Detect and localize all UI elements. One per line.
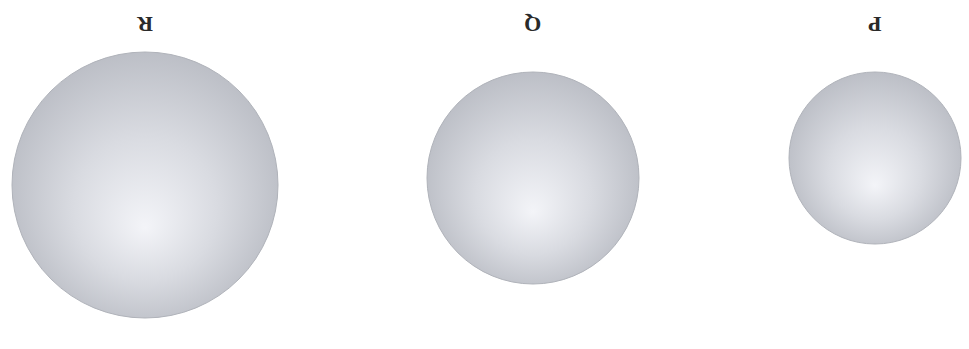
sphere: R [12,6,278,318]
sphere-label: R [137,13,153,35]
sphere-label: Q [524,13,541,35]
sphere-outline [427,72,639,284]
sphere-shape [788,71,962,245]
sphere-shape [426,71,640,285]
sphere-outline [789,72,961,244]
sphere: Q [427,6,639,284]
sphere: P [789,6,961,244]
sphere-outline [12,52,278,318]
sphere-label: P [868,13,881,35]
sphere-shape [11,51,279,319]
